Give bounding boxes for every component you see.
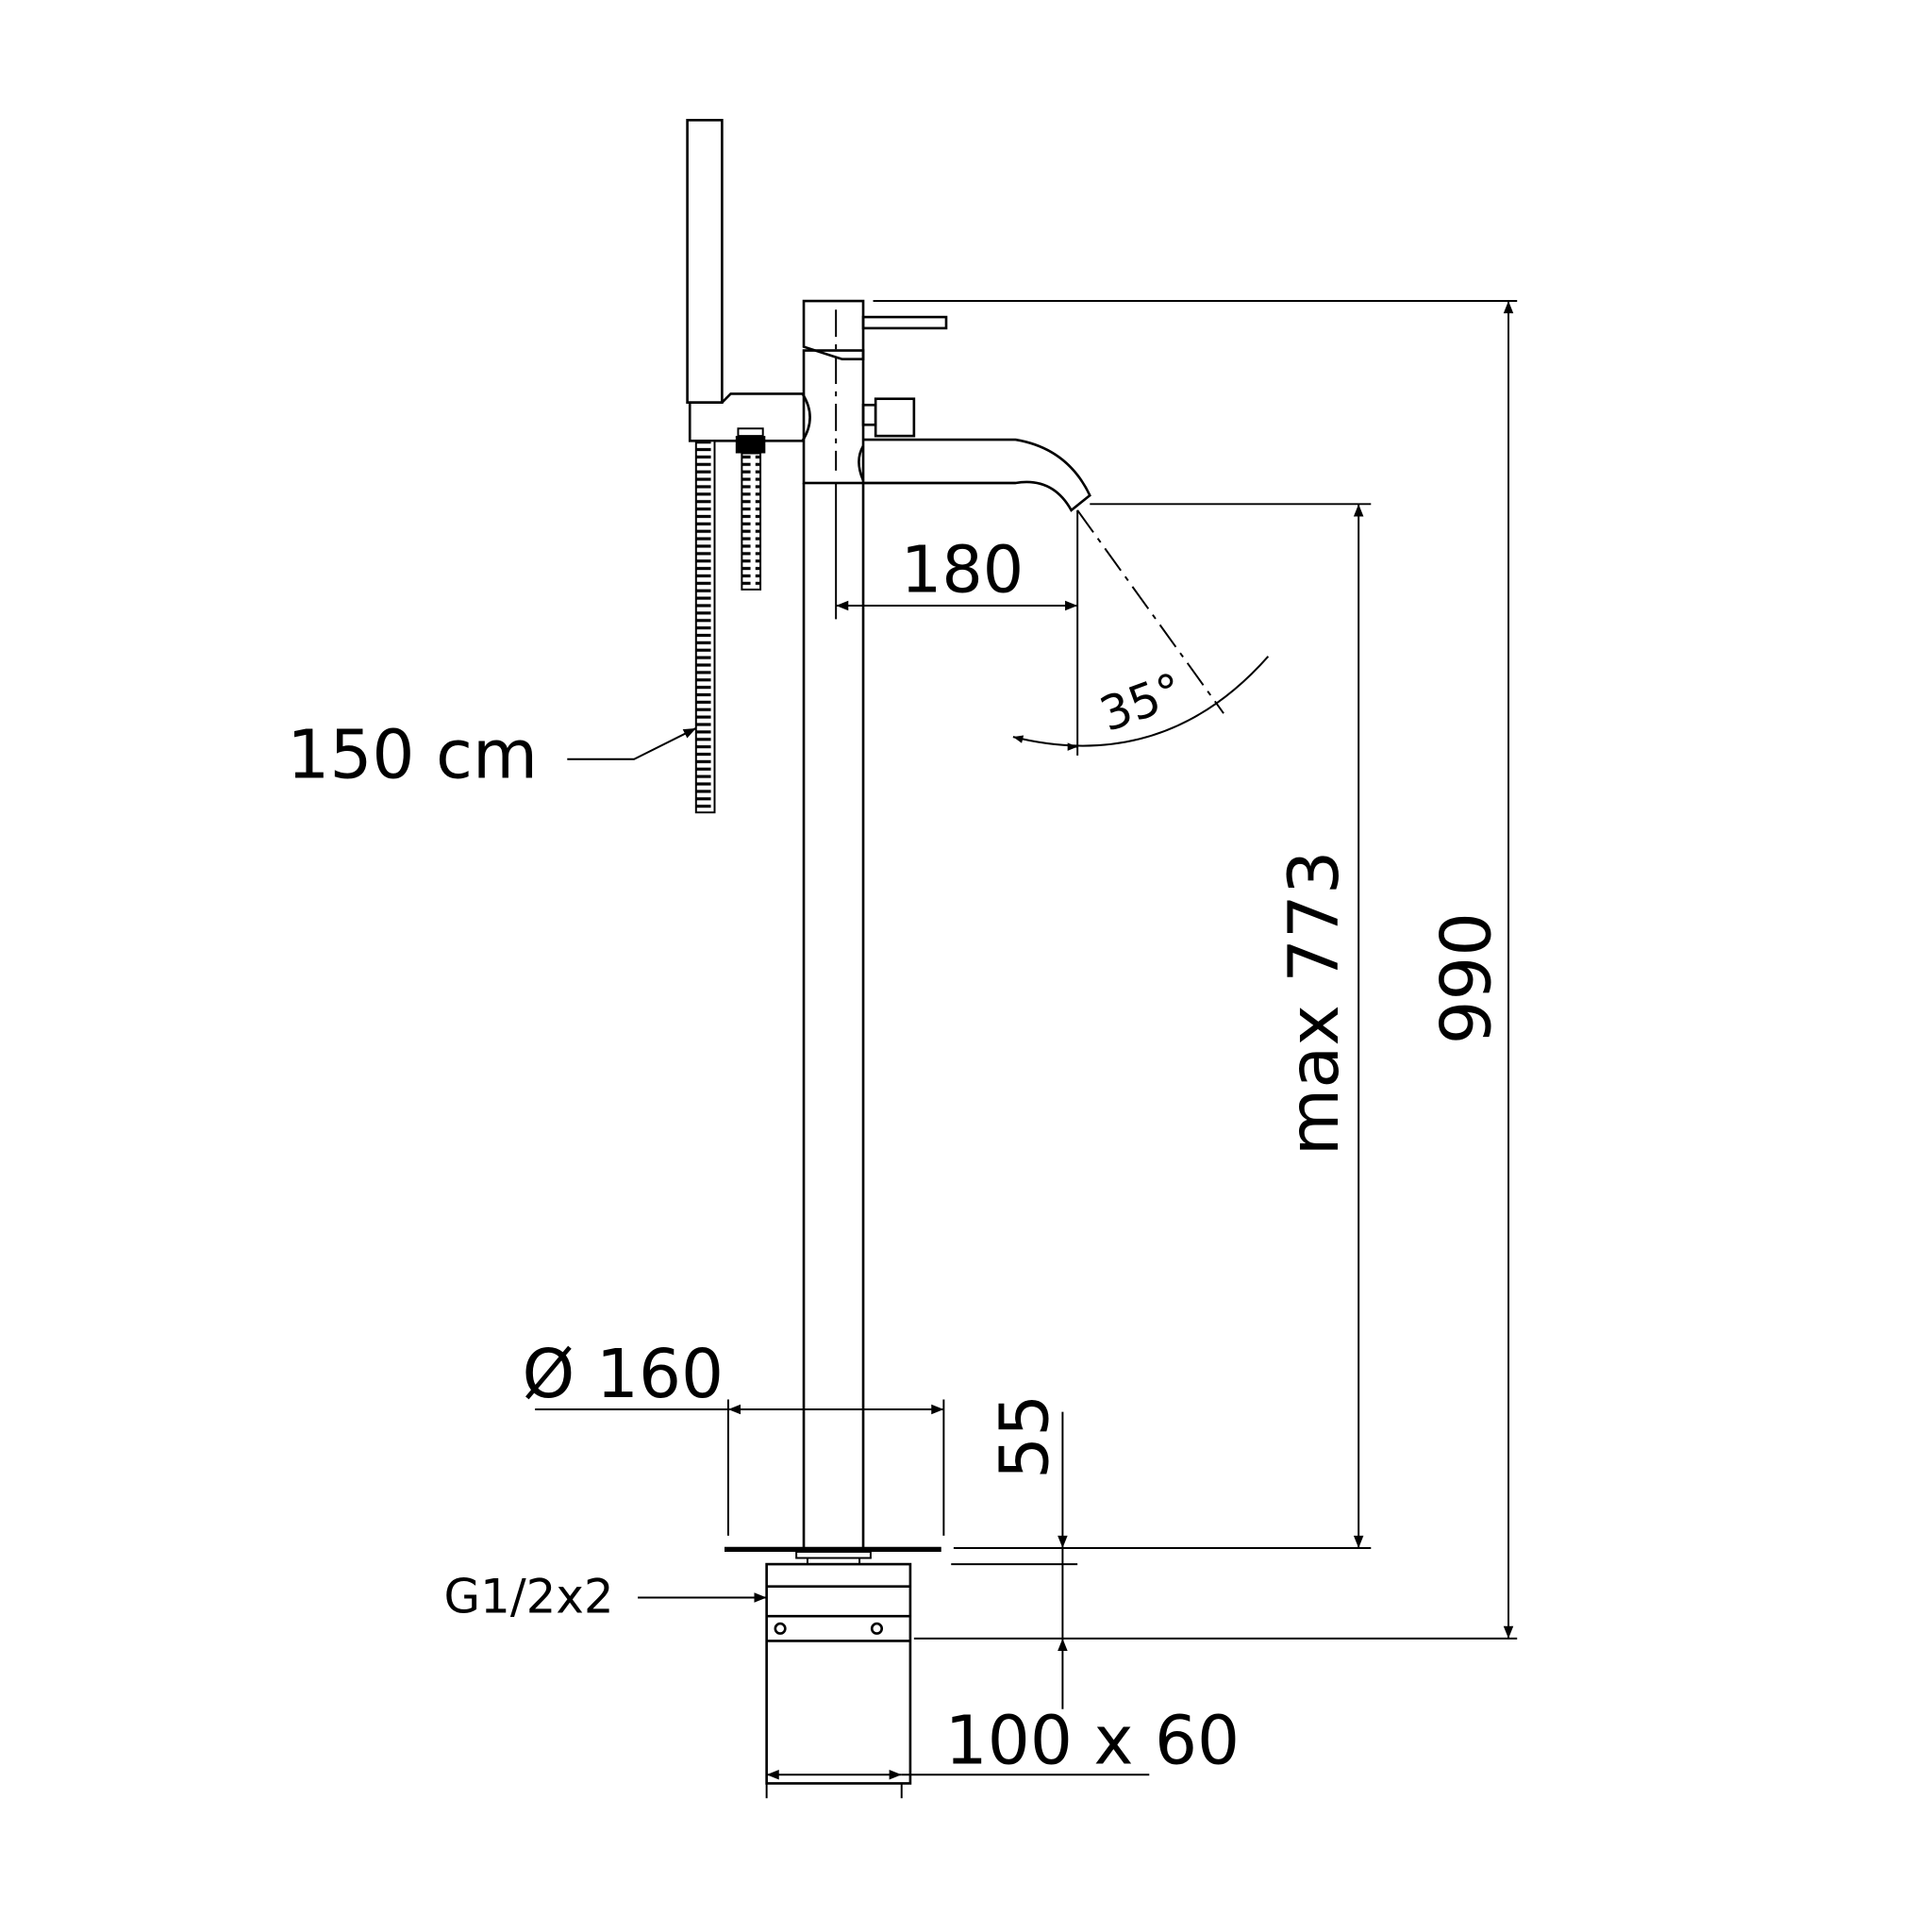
dimension-box-size: 100 x 60 (765, 1701, 1240, 1799)
dimension-hose-length: 150 cm (287, 715, 697, 793)
box-size-label: 100 x 60 (945, 1701, 1240, 1779)
mixer-body (802, 299, 948, 485)
installation-box (765, 1562, 912, 1785)
spout-reach-label: 180 (901, 534, 1024, 608)
base-height-label: 55 (986, 1394, 1064, 1479)
dimension-spout-reach: 180 (836, 509, 1079, 756)
dimension-spout-angle: 35° (1012, 509, 1270, 751)
dimension-base-height: 55 (951, 1394, 1078, 1709)
connection-label: G1/2x2 (443, 1569, 613, 1624)
spout-angle-label: 35° (1093, 662, 1191, 742)
dimension-total-height: 990 (873, 300, 1518, 1640)
hand-shower (686, 119, 811, 442)
base-plate (724, 1546, 941, 1565)
column (802, 483, 865, 1549)
dimension-max-height: max 773 (953, 503, 1372, 1550)
supply-hose (735, 427, 766, 591)
shower-hose (694, 440, 716, 814)
dimension-base-diameter: Ø 160 (523, 1335, 945, 1536)
dimension-connection: G1/2x2 (443, 1569, 767, 1624)
max-height-label: max 773 (1274, 850, 1355, 1156)
hose-length-label: 150 cm (287, 715, 538, 793)
spout (858, 438, 1091, 512)
total-height-label: 990 (1426, 912, 1507, 1044)
base-diameter-label: Ø 160 (523, 1335, 724, 1413)
